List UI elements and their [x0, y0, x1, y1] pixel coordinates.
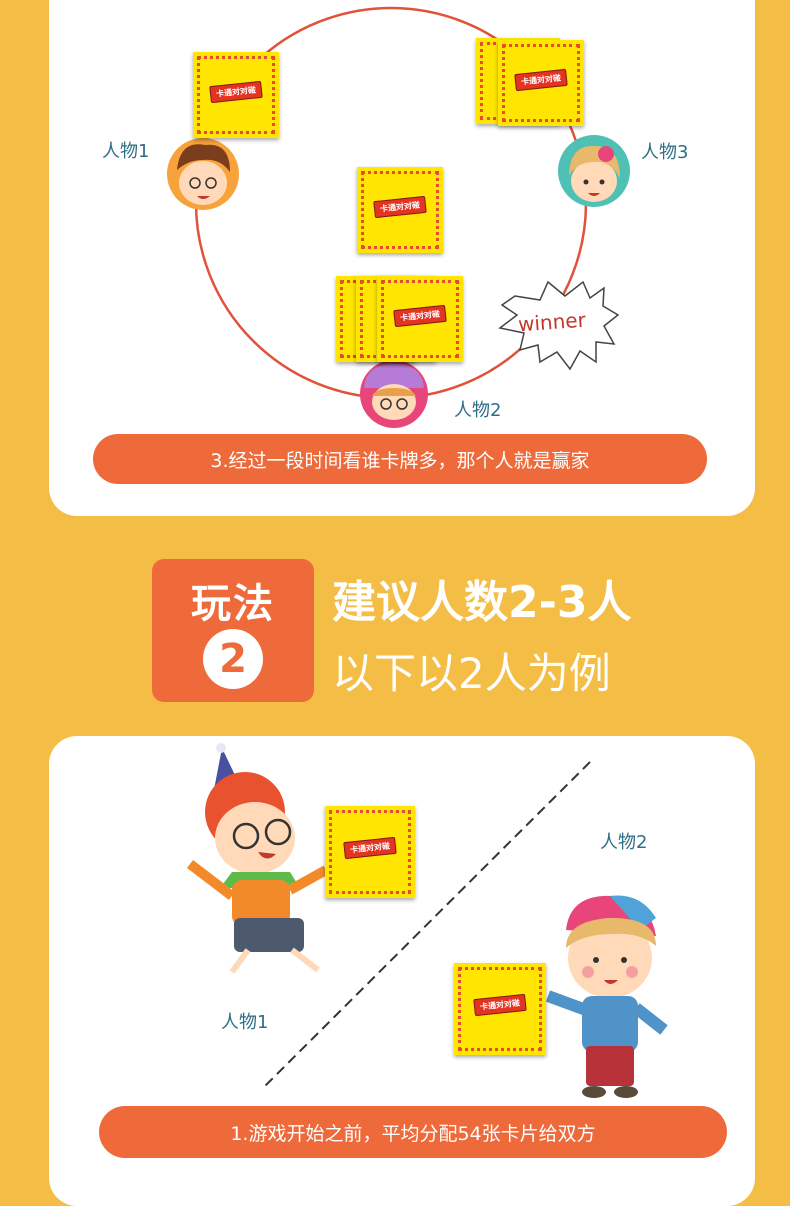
winner-starburst: [498, 280, 620, 371]
player1-label: 人物1: [102, 141, 150, 162]
play-number: 2: [203, 629, 263, 689]
card-player2: 卡通对对碰: [377, 276, 463, 362]
player2-label: 人物2: [454, 400, 502, 421]
play-headline: 建议人数2-3人: [332, 577, 632, 628]
deal-scene-graphics: [186, 743, 668, 1098]
play-subline: 以下以2人为例: [332, 649, 611, 698]
deal-caption: 1.游戏开始之前，平均分配54张卡片给双方: [99, 1106, 727, 1158]
card-kid1: 卡通对对碰: [325, 806, 415, 898]
round-scene-panel: [49, 0, 755, 516]
player1-avatar: [167, 138, 239, 210]
play-mode-badge: 玩法 2: [152, 559, 314, 702]
player3-avatar: [558, 135, 630, 207]
round-scene-graphics: [167, 6, 630, 428]
card-kid2: 卡通对对碰: [454, 963, 546, 1055]
card-logo: 卡通对对碰: [343, 837, 397, 860]
play-title: 玩法: [191, 581, 275, 627]
kid2-figure: [545, 895, 668, 1098]
card-center: 卡通对对碰: [357, 167, 443, 253]
deal-player1-label: 人物1: [221, 1012, 269, 1033]
dashed-divider: [264, 761, 591, 1087]
round-caption: 3.经过一段时间看谁卡牌多，那个人就是赢家: [93, 434, 707, 484]
player2-avatar: [360, 360, 428, 428]
card-player1: 卡通对对碰: [193, 52, 279, 138]
player3-label: 人物3: [641, 142, 689, 163]
card-player3: 卡通对对碰: [498, 40, 584, 126]
deal-player2-label: 人物2: [600, 832, 648, 853]
card-logo: 卡通对对碰: [473, 994, 527, 1017]
kid1-figure: [186, 743, 329, 974]
